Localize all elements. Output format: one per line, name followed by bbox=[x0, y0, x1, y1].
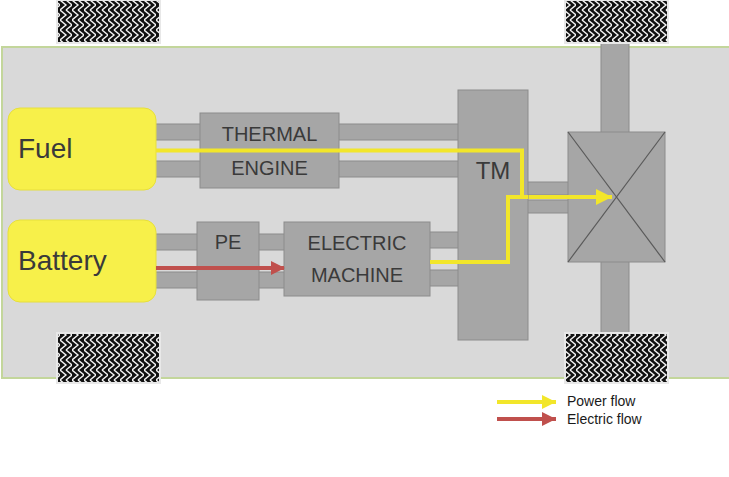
component-box: ELECTRIC MACHINE bbox=[284, 222, 430, 296]
legend: Power flowElectric flow bbox=[567, 392, 642, 428]
source-box: Battery bbox=[8, 220, 156, 302]
legend-entry: Power flow bbox=[567, 392, 642, 410]
legend-entry: Electric flow bbox=[567, 410, 642, 428]
box-label: THERMAL ENGINE bbox=[208, 117, 331, 185]
component-box: TM bbox=[458, 90, 528, 340]
box-label: ELECTRIC MACHINE bbox=[292, 227, 422, 291]
component-box: THERMAL ENGINE bbox=[200, 113, 339, 188]
power-flow-line bbox=[430, 197, 528, 262]
box-fills bbox=[8, 90, 528, 340]
box-fill bbox=[197, 222, 259, 300]
box-fill bbox=[284, 222, 430, 296]
box-label: Fuel bbox=[18, 132, 72, 166]
electric-flow-arrow bbox=[156, 266, 284, 270]
box-fill bbox=[8, 220, 156, 302]
legend-label: Electric flow bbox=[567, 410, 642, 428]
power-flow-arrow bbox=[527, 195, 612, 199]
component-box: PE bbox=[197, 222, 259, 300]
box-label: TM bbox=[476, 158, 511, 184]
power-flow-line bbox=[156, 151, 528, 198]
source-box: Fuel bbox=[8, 108, 156, 190]
legend-label: Power flow bbox=[567, 392, 635, 410]
box-fill bbox=[458, 90, 528, 340]
box-label: PE bbox=[215, 230, 242, 254]
wheels bbox=[57, 0, 668, 383]
legend-sample bbox=[497, 400, 556, 404]
box-label: Battery bbox=[18, 244, 107, 278]
legend-sample bbox=[497, 417, 556, 421]
box-fill bbox=[8, 108, 156, 190]
